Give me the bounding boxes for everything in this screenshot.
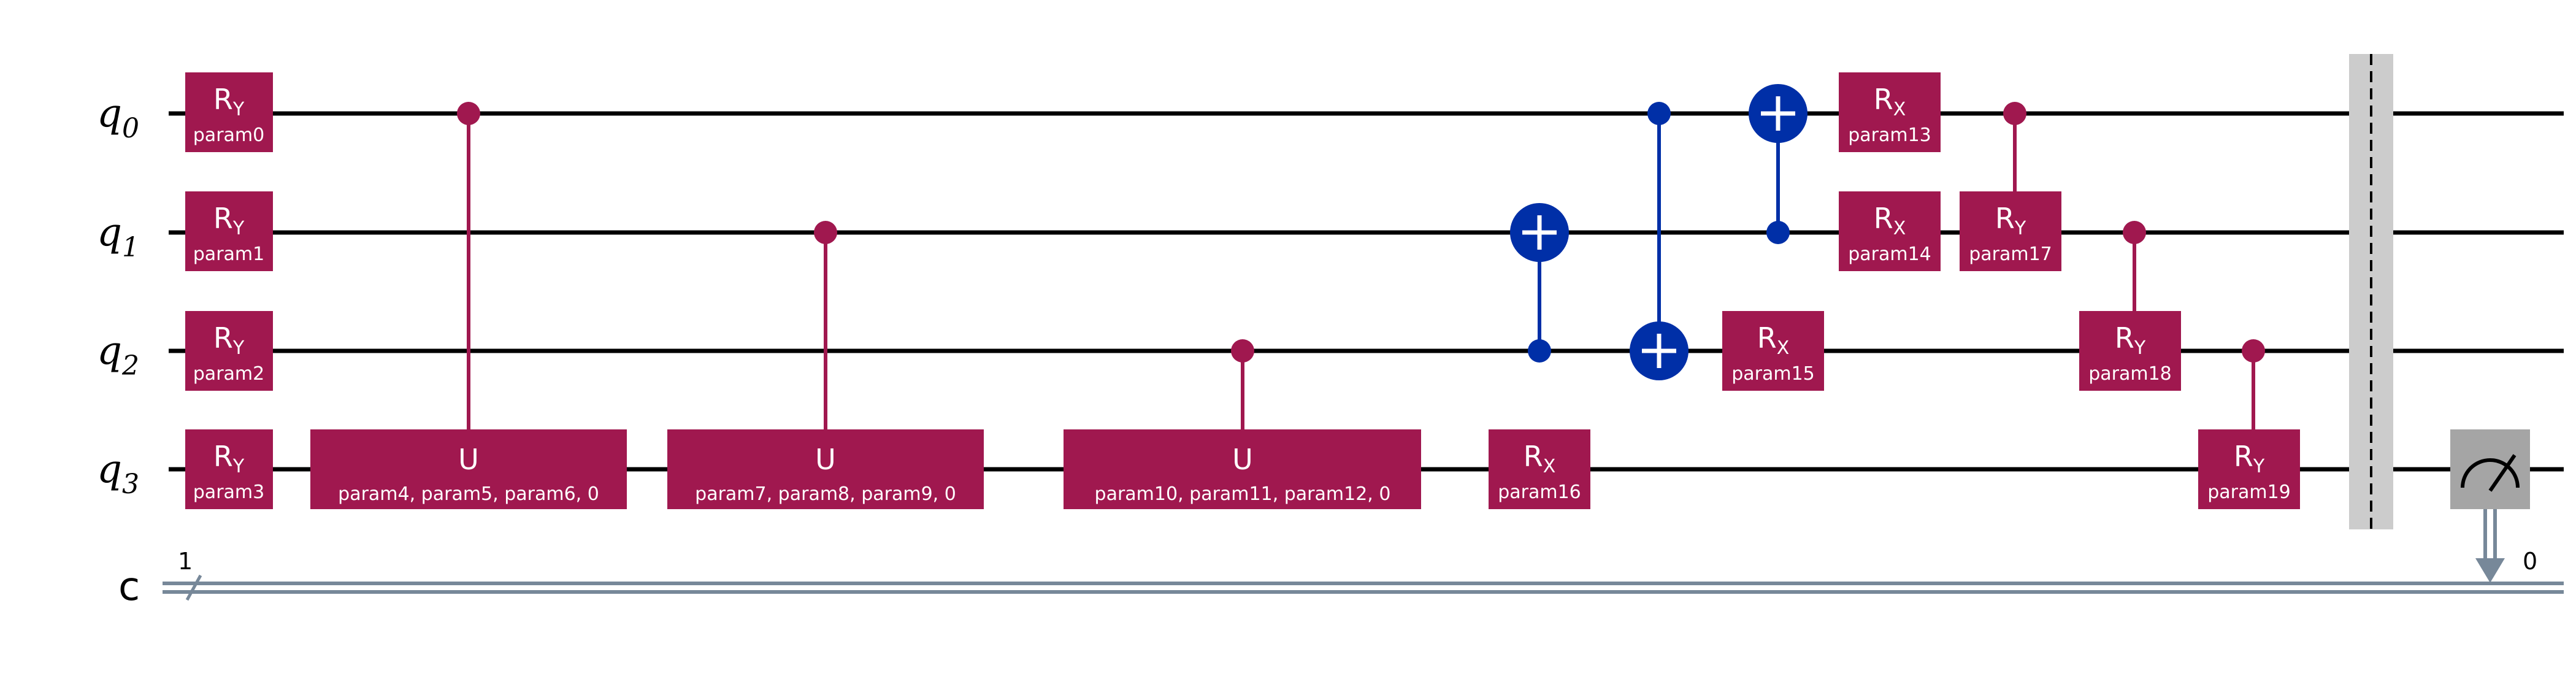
label-q2: q2 (97, 328, 139, 382)
svg-text:param18: param18 (2088, 363, 2172, 385)
meter-icon (2461, 458, 2520, 488)
svg-text:param7, param8, param9, 0: param7, param8, param9, 0 (695, 483, 956, 505)
cu-gate-2: U param7, param8, param9, 0 (667, 221, 984, 509)
control-dot (2242, 339, 2265, 363)
measure-arrow (2475, 558, 2505, 583)
svg-text:param15: param15 (1731, 363, 1815, 385)
label-c: c (118, 564, 140, 610)
svg-text:param17: param17 (1969, 244, 2052, 265)
svg-text:RY: RY (2115, 321, 2146, 359)
svg-text:U: U (1232, 443, 1253, 476)
classical-wire (163, 574, 2564, 601)
cnot-gate-1 (1510, 203, 1569, 363)
svg-text:RX: RX (1874, 83, 1906, 120)
register-slash (185, 574, 202, 601)
svg-text:param10, param11, param12, 0: param10, param11, param12, 0 (1095, 483, 1391, 505)
classical-width: 1 (178, 548, 193, 575)
svg-text:U: U (458, 443, 479, 476)
measure-gate (2450, 429, 2530, 583)
ry-gate-q0: RY param0 (185, 72, 273, 152)
connectors (467, 113, 2255, 429)
cnot-gate-2 (1630, 102, 1689, 380)
svg-text:RX: RX (1524, 440, 1556, 477)
control-dot (1528, 339, 1551, 363)
svg-text:RY: RY (213, 321, 245, 359)
rx-gate-q1: RX param14 (1839, 191, 1941, 271)
svg-text:RX: RX (1757, 321, 1790, 359)
control-dot (2003, 102, 2026, 125)
cu-gate-3: U param10, param11, param12, 0 (1064, 339, 1421, 509)
cry-gate-19: RY param19 (2198, 339, 2300, 509)
svg-text:param13: param13 (1848, 125, 1931, 146)
ry-gate-q3: RY param3 (185, 429, 273, 509)
barrier (2349, 54, 2393, 529)
ry-gate-q1: RY param1 (185, 191, 273, 271)
svg-text:RY: RY (1995, 202, 2026, 239)
cnot-gate-3 (1749, 84, 1807, 244)
label-q1: q1 (97, 210, 139, 263)
svg-text:param14: param14 (1848, 244, 1931, 265)
measure-bit-label: 0 (2523, 548, 2537, 575)
control-dot (1231, 339, 1254, 363)
ry-gate-q2: RY param2 (185, 311, 273, 391)
svg-text:param2: param2 (193, 363, 264, 385)
svg-text:U: U (815, 443, 836, 476)
qubit-wires (169, 111, 2564, 472)
svg-text:param3: param3 (193, 482, 264, 503)
rx-gate-q0: RX param13 (1839, 72, 1941, 152)
cry-gate-17: RY param17 (1960, 102, 2061, 271)
control-dot (457, 102, 480, 125)
control-dot (814, 221, 837, 244)
control-dot (2123, 221, 2146, 244)
svg-text:param0: param0 (193, 125, 264, 146)
svg-text:RY: RY (213, 83, 245, 120)
label-q3: q3 (97, 447, 139, 500)
cu-gate-1: U param4, param5, param6, 0 (310, 102, 627, 509)
svg-text:param1: param1 (193, 244, 264, 265)
cry-gate-18: RY param18 (2079, 221, 2181, 391)
svg-text:RY: RY (2234, 440, 2265, 477)
rx-gate-q3: RX param16 (1489, 429, 1590, 509)
control-dot (1647, 102, 1671, 125)
svg-text:RY: RY (213, 202, 245, 239)
svg-text:param4, param5, param6, 0: param4, param5, param6, 0 (338, 483, 599, 505)
svg-text:param19: param19 (2207, 482, 2291, 503)
label-q0: q0 (97, 91, 139, 144)
svg-text:RX: RX (1874, 202, 1906, 239)
control-dot (1766, 221, 1790, 244)
svg-text:param16: param16 (1498, 482, 1581, 503)
svg-text:RY: RY (213, 440, 245, 477)
rx-gate-q2: RX param15 (1722, 311, 1824, 391)
